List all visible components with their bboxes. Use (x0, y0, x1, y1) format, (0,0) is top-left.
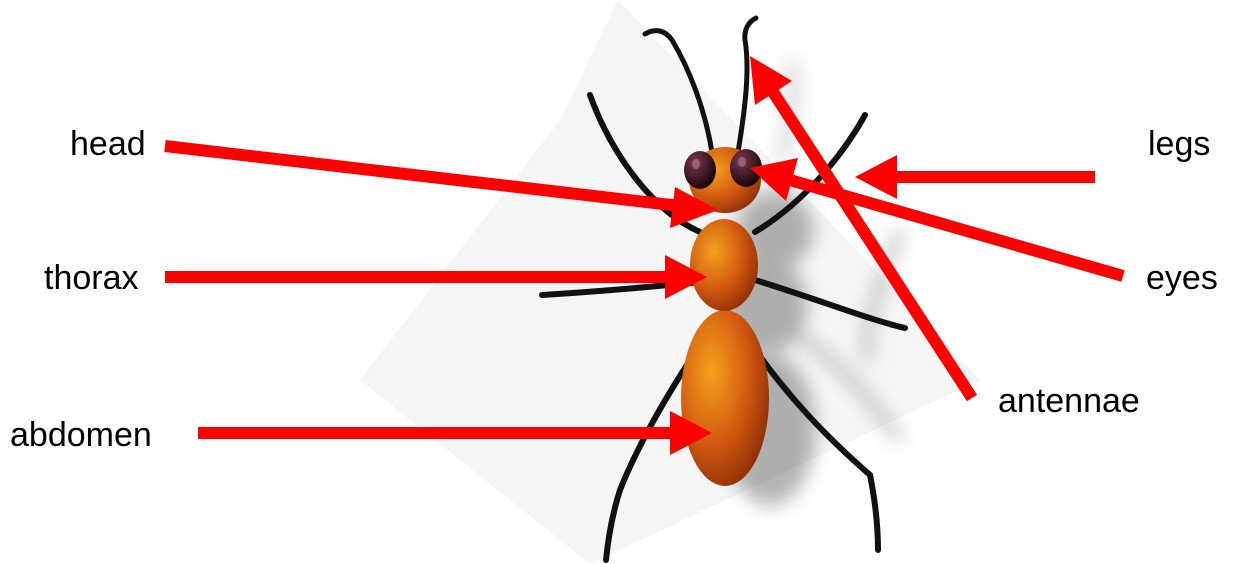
ant-thorax (690, 219, 758, 311)
ant-abdomen (681, 310, 769, 486)
label-thorax: thorax (44, 258, 139, 298)
eye-highlight-right (738, 157, 746, 167)
label-head: head (70, 124, 146, 164)
ant-eye-left (684, 151, 716, 189)
legs-arrow (855, 155, 1095, 199)
label-eyes: eyes (1146, 258, 1218, 298)
eye-highlight-left (692, 159, 700, 169)
label-abdomen: abdomen (10, 415, 152, 455)
label-legs: legs (1148, 124, 1210, 164)
label-antennae: antennae (998, 381, 1140, 421)
